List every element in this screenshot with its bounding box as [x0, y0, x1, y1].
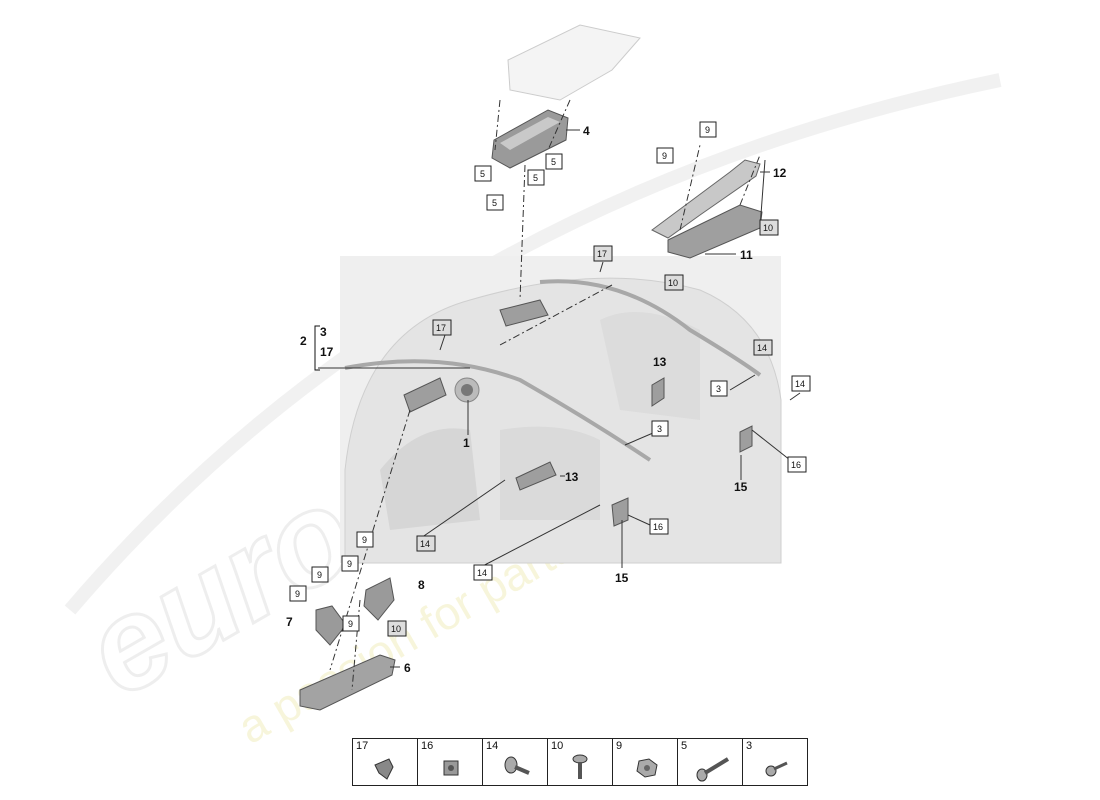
airbag-module-6-group: [299, 577, 396, 711]
svg-text:10: 10: [763, 223, 773, 233]
box-9-b: 9: [656, 147, 674, 164]
svg-text:5: 5: [492, 198, 497, 208]
legend-label: 3: [746, 740, 753, 752]
legend-label: 5: [681, 740, 688, 752]
svg-text:9: 9: [362, 535, 367, 545]
legend-label: 16: [421, 740, 434, 752]
svg-text:9: 9: [347, 559, 352, 569]
hex-nut-icon: [636, 758, 658, 778]
callout-12: 12: [773, 166, 787, 180]
box-9-a: 9: [699, 121, 717, 138]
car-interior-illustration: [340, 256, 782, 564]
svg-text:9: 9: [295, 589, 300, 599]
box-17-b: 17: [432, 319, 452, 336]
box-17-a: 17: [593, 245, 613, 262]
svg-text:9: 9: [317, 570, 322, 580]
box-5-d: 5: [545, 153, 563, 170]
callouts: 1 2 3 17 4 6 7 8 11 12 13 13 15 15: [286, 124, 787, 675]
callout-7: 7: [286, 615, 293, 629]
legend-cell-3: 3: [742, 738, 808, 786]
legend-label: 10: [551, 740, 564, 752]
svg-text:17: 17: [436, 323, 446, 333]
box-14-d: 14: [473, 564, 493, 581]
callout-13a: 13: [653, 355, 667, 369]
legend-cell-10: 10: [547, 738, 613, 786]
legend-cell-16: 16: [417, 738, 483, 786]
svg-text:14: 14: [420, 539, 430, 549]
svg-text:17: 17: [597, 249, 607, 259]
svg-text:16: 16: [791, 460, 801, 470]
box-5-b: 5: [486, 194, 504, 211]
box-9-f: 9: [289, 585, 307, 602]
callout-4: 4: [583, 124, 590, 138]
screw-icon: [572, 754, 588, 779]
svg-text:3: 3: [716, 384, 721, 394]
bracket-icon: [374, 758, 394, 780]
legend-label: 14: [486, 740, 499, 752]
callout-3: 3: [320, 325, 327, 339]
box-5-a: 5: [474, 165, 492, 182]
callout-11: 11: [740, 248, 753, 262]
box-10-c: 10: [387, 620, 407, 637]
legend-label: 9: [616, 740, 623, 752]
legend-cell-17: 17: [352, 738, 418, 786]
legend-label: 17: [356, 740, 369, 752]
clip-nut-icon: [443, 760, 459, 776]
svg-text:10: 10: [668, 278, 678, 288]
svg-text:5: 5: [480, 169, 485, 179]
svg-text:9: 9: [705, 125, 710, 135]
svg-text:10: 10: [391, 624, 401, 634]
callout-15b: 15: [615, 571, 629, 585]
fastener-legend: 17 16 14 10 9 5 3: [352, 738, 808, 786]
callout-lines: [318, 129, 801, 668]
box-9-d: 9: [341, 555, 359, 572]
box-9-c: 9: [356, 531, 374, 548]
svg-text:14: 14: [477, 568, 487, 578]
box-9-e: 9: [311, 566, 329, 583]
svg-text:9: 9: [662, 151, 667, 161]
box-10-b: 10: [664, 274, 684, 291]
curtain-airbags: [344, 279, 762, 462]
callout-6: 6: [404, 661, 411, 675]
svg-text:9: 9: [348, 619, 353, 629]
callout-17: 17: [320, 345, 334, 359]
knee-airbags: [403, 299, 753, 527]
long-bolt-icon: [696, 757, 730, 782]
box-14-a: 14: [753, 339, 773, 356]
legend-cell-14: 14: [482, 738, 548, 786]
box-14-c: 14: [416, 535, 436, 552]
callout-15a: 15: [734, 480, 748, 494]
box-10-a: 10: [759, 219, 779, 236]
airbag-module-4-group: [491, 24, 641, 169]
boxed-callouts: 5 5 5 5 9 9 10 10 17 17 14 14 14 14 3 3 …: [289, 121, 811, 637]
svg-text:5: 5: [551, 157, 556, 167]
box-5-c: 5: [527, 169, 545, 186]
flange-bolt-icon: [504, 756, 530, 775]
box-14-b: 14: [791, 375, 811, 392]
box-3-a: 3: [710, 380, 728, 397]
callout-8: 8: [418, 578, 425, 592]
callout-1: 1: [463, 436, 470, 450]
box-9-g: 9: [342, 615, 360, 632]
legend-cell-5: 5: [677, 738, 743, 786]
svg-text:14: 14: [757, 343, 767, 353]
svg-text:14: 14: [795, 379, 805, 389]
callout-2: 2: [300, 334, 307, 348]
svg-text:5: 5: [533, 173, 538, 183]
box-3-b: 3: [651, 420, 669, 437]
svg-text:3: 3: [657, 424, 662, 434]
short-screw-icon: [765, 761, 788, 777]
legend-cell-9: 9: [612, 738, 678, 786]
bracket-2: [314, 325, 320, 371]
callout-13b: 13: [565, 470, 579, 484]
svg-text:16: 16: [653, 522, 663, 532]
box-16-b: 16: [649, 518, 669, 535]
box-16-a: 16: [787, 456, 807, 473]
